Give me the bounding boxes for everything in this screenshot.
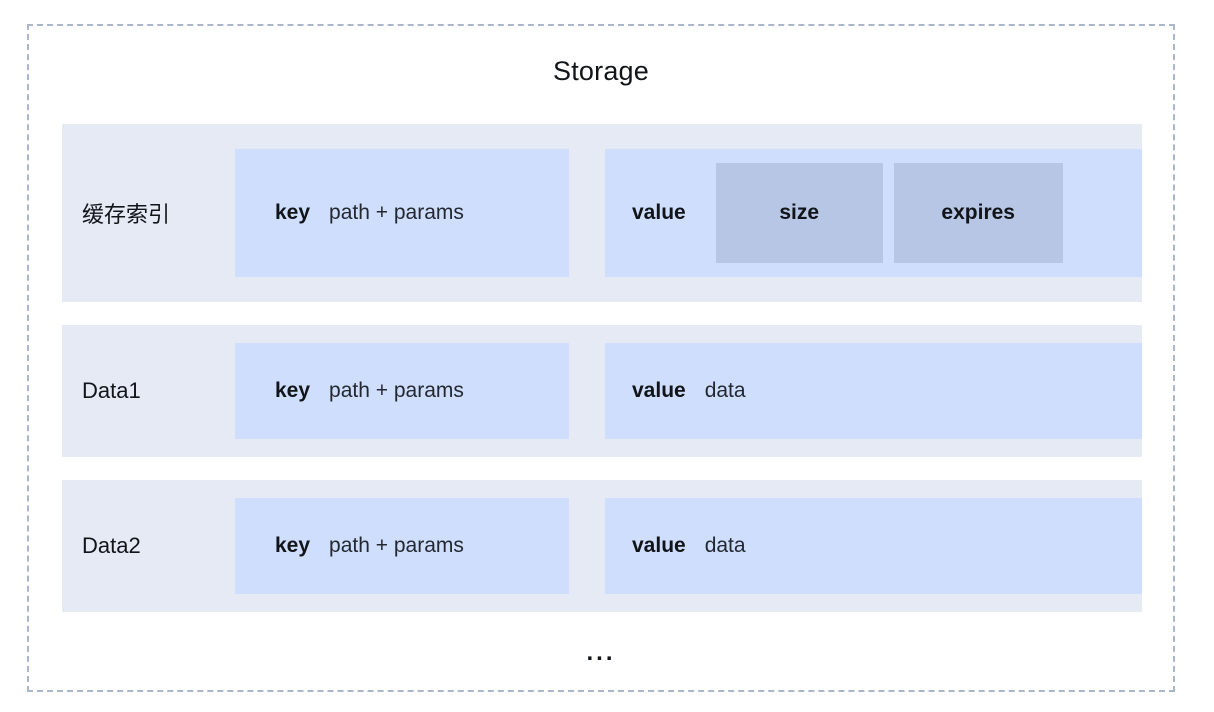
value-subfields: size expires [715, 163, 1123, 263]
storage-container: Storage 缓存索引 key path + params value siz… [27, 24, 1175, 692]
value-field-cache-index: value size expires [605, 149, 1142, 277]
row-label-cache-index: 缓存索引 [82, 202, 171, 227]
value-label: value [632, 534, 686, 557]
storage-row-data1: Data1 key path + params value data [62, 325, 1142, 457]
storage-title: Storage [553, 56, 649, 86]
storage-row-cache-index: 缓存索引 key path + params value size expire… [62, 124, 1142, 302]
subfield-expires: expires [893, 163, 1063, 263]
key-value: path + params [329, 201, 464, 224]
key-field-data2: key path + params [235, 498, 569, 594]
value-field-data2: value data [605, 498, 1142, 594]
storage-record-list: 缓存索引 key path + params value size expire… [62, 124, 1142, 635]
value-text: data [704, 534, 746, 557]
subfield-size: size [715, 163, 883, 263]
key-label: key [275, 201, 311, 224]
key-label: key [275, 534, 311, 557]
key-label: key [275, 379, 311, 402]
key-value: path + params [329, 534, 464, 557]
value-label: value [632, 201, 686, 224]
value-label: value [632, 379, 686, 402]
key-field-data1: key path + params [235, 343, 569, 439]
row-label-data1: Data1 [82, 378, 141, 403]
key-value: path + params [329, 379, 464, 402]
more-records-ellipsis: ... [586, 639, 616, 666]
value-field-data1: value data [605, 343, 1142, 439]
storage-row-data2: Data2 key path + params value data [62, 480, 1142, 612]
row-label-data2: Data2 [82, 533, 141, 558]
value-text: data [704, 379, 746, 402]
key-field-cache-index: key path + params [235, 149, 569, 277]
